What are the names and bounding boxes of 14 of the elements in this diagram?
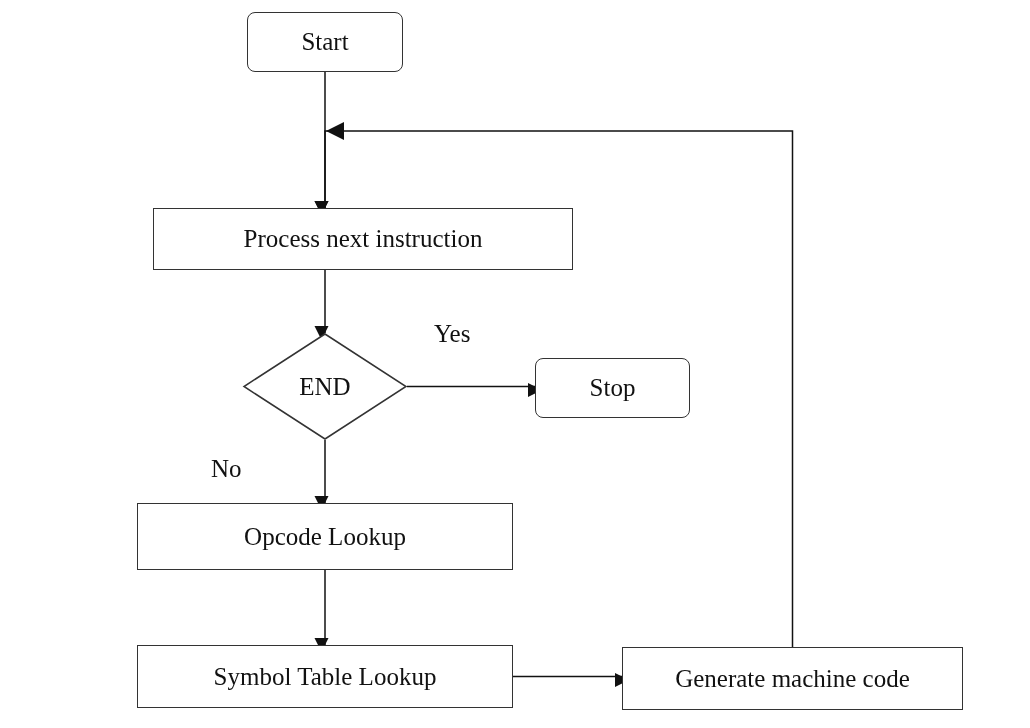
node-label: Stop bbox=[589, 374, 636, 402]
node-label: Generate machine code bbox=[675, 664, 910, 693]
node-label: Start bbox=[301, 28, 349, 56]
process-box bbox=[622, 647, 963, 710]
node-label: Symbol Table Lookup bbox=[213, 662, 437, 691]
node-label: Opcode Lookup bbox=[244, 522, 406, 551]
terminal-box bbox=[535, 358, 690, 418]
process-box bbox=[153, 208, 573, 270]
process-box bbox=[137, 645, 513, 708]
terminal-box bbox=[247, 12, 403, 72]
node-label: END bbox=[299, 372, 351, 401]
node-label: Process next instruction bbox=[243, 225, 483, 253]
process-box bbox=[137, 503, 513, 570]
decision-diamond bbox=[243, 333, 407, 440]
